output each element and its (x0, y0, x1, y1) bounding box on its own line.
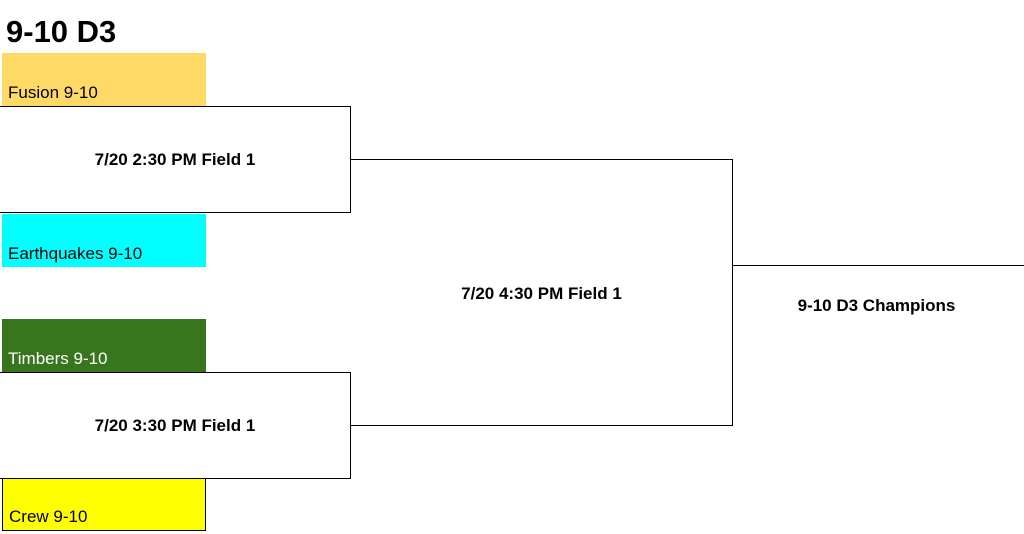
semi1-game-label: 7/20 2:30 PM Field 1 (94, 150, 256, 169)
semi2-game-label: 7/20 3:30 PM Field 1 (94, 416, 256, 435)
team-name: Crew 9-10 (9, 507, 88, 526)
champion-label: 9-10 D3 Champions (797, 296, 956, 315)
final-game-label: 7/20 4:30 PM Field 1 (461, 284, 622, 303)
bracket-title: 9-10 D3 (6, 14, 117, 49)
semi1-top-line (0, 106, 351, 107)
team-name: Fusion 9-10 (8, 83, 98, 102)
team-name: Timbers 9-10 (8, 349, 108, 368)
semi1-out-line (350, 159, 733, 160)
team-cell-timbers: Timbers 9-10 (2, 319, 206, 372)
semi2-top-line (0, 372, 351, 373)
team-cell-fusion: Fusion 9-10 (2, 53, 206, 106)
team-cell-crew: Crew 9-10 (2, 478, 206, 531)
team-cell-earthquakes: Earthquakes 9-10 (2, 214, 206, 267)
final-out-line (732, 265, 1024, 266)
semi1-bottom-line (0, 212, 351, 213)
semi2-bottom-line (0, 478, 351, 479)
final-vertical-line (732, 159, 733, 426)
semi2-out-line (350, 425, 733, 426)
team-name: Earthquakes 9-10 (8, 244, 143, 263)
